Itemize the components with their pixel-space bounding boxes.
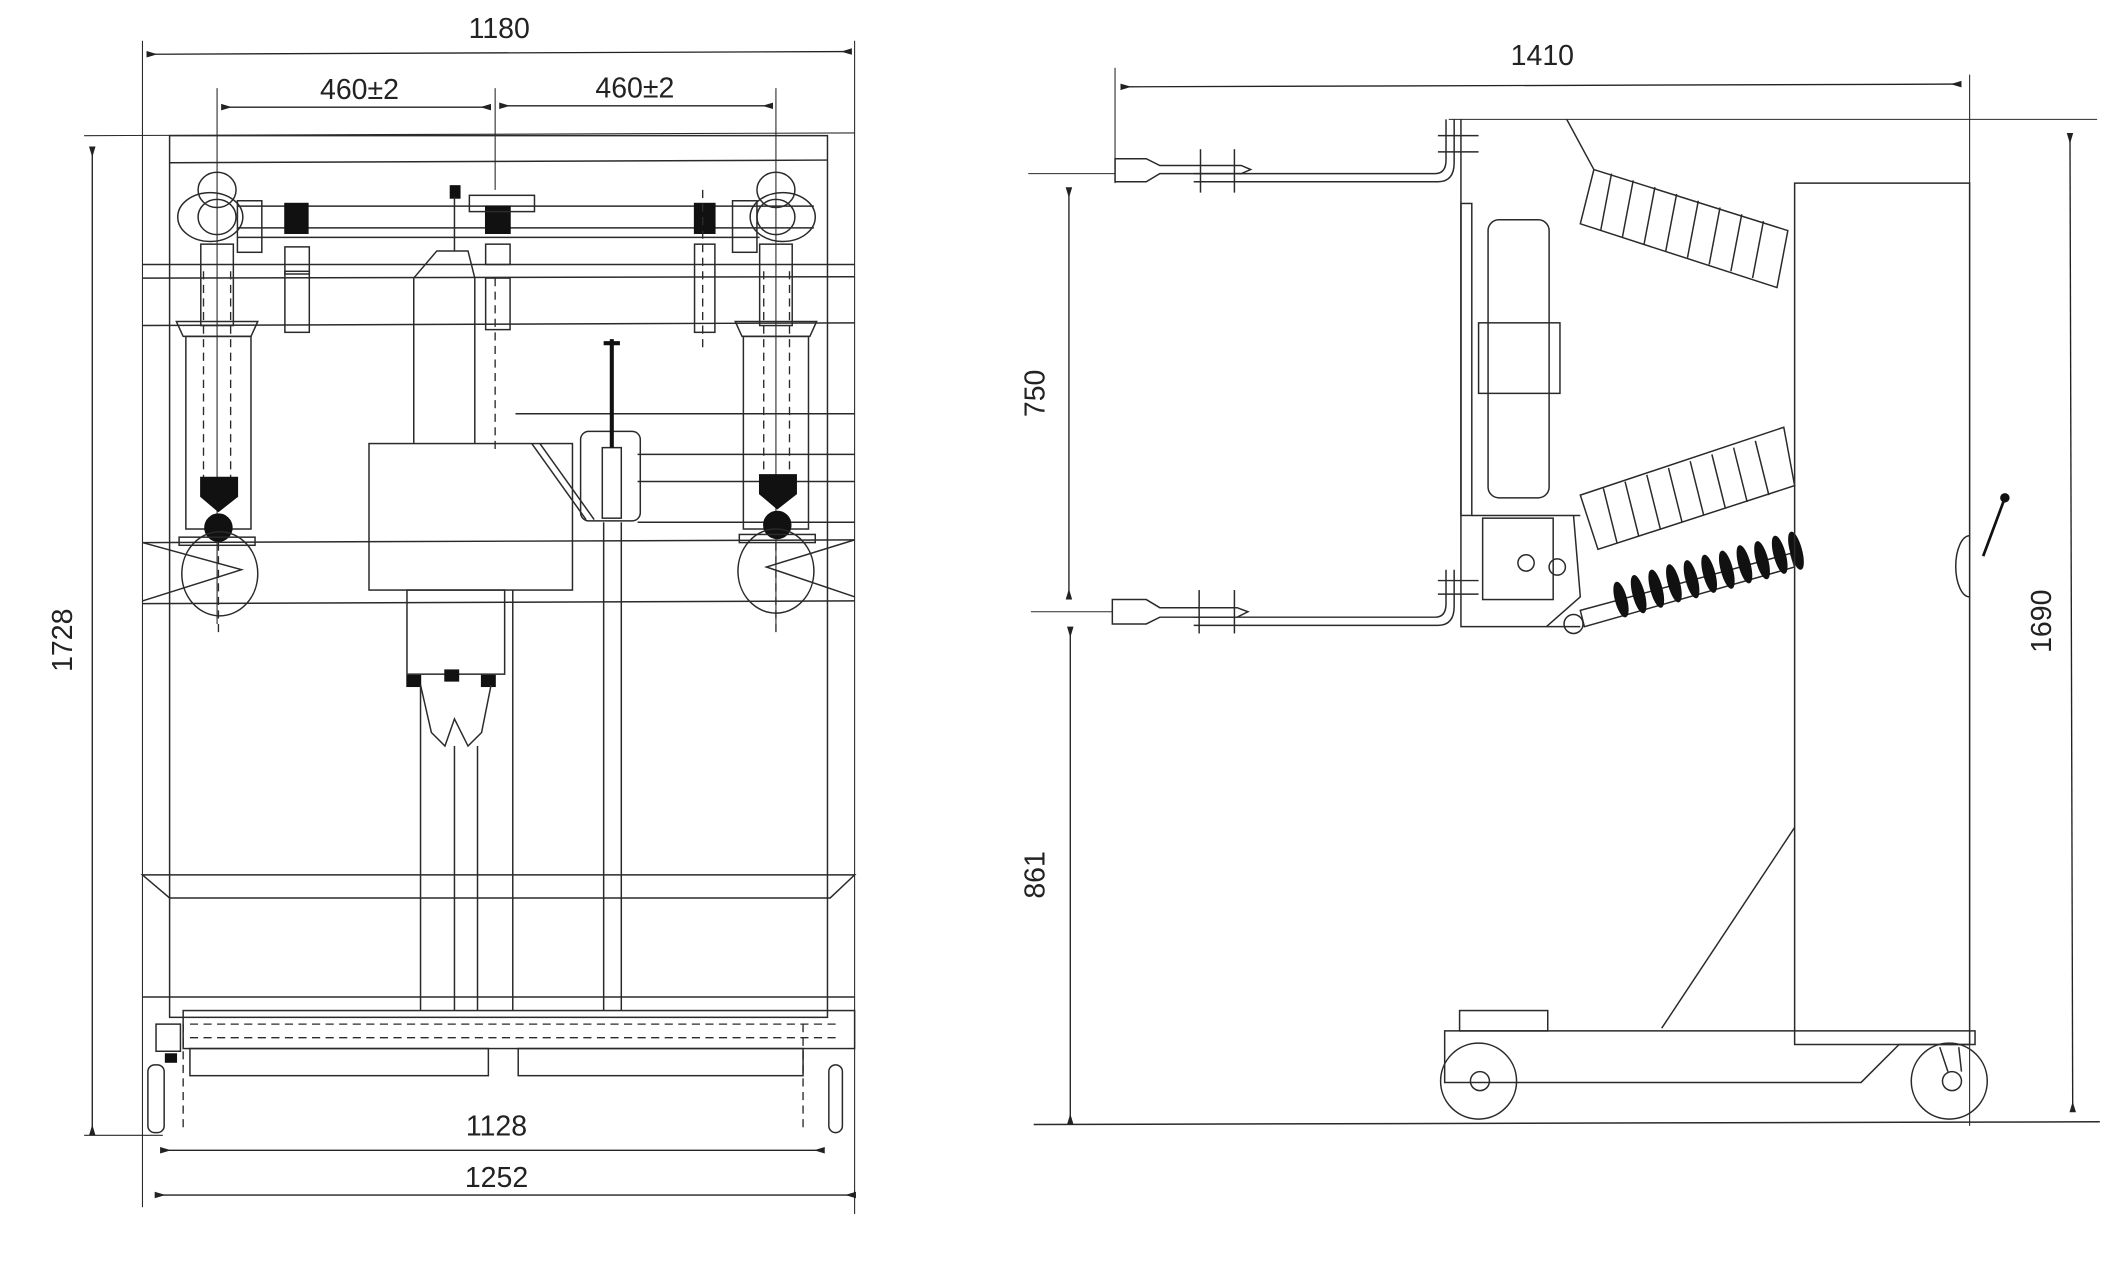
- upper-contact-arm: [1114, 119, 1479, 193]
- dimension-label-1128: 1128: [466, 1110, 527, 1142]
- right-pole: [731, 171, 855, 638]
- bearing-block: [693, 202, 716, 234]
- dimension-label-460-left: 460±2: [320, 74, 399, 106]
- wheel-right: [828, 1064, 844, 1134]
- upper-insulator: [1579, 168, 1789, 289]
- lower-contact-arm: [1111, 569, 1479, 634]
- rear-wheel: [1910, 1042, 1988, 1120]
- mechanism-cabinet: [1793, 182, 1971, 1046]
- dimension-label-1690: 1690: [2026, 590, 2058, 653]
- vacuum-interrupter: [1487, 218, 1550, 499]
- dimension-label-1728: 1728: [47, 609, 79, 672]
- handle-hub: [1955, 535, 1970, 598]
- ground-line: [1033, 1121, 2100, 1126]
- bearing-block: [484, 205, 511, 234]
- front-view: 1180 460±2 460±2 1728 1128 1252: [47, 13, 857, 1215]
- dimension-label-1252: 1252: [465, 1162, 528, 1194]
- dimension-label-1180: 1180: [469, 13, 530, 45]
- dimension-line-1180: [146, 48, 852, 58]
- base-rail: [182, 1009, 856, 1050]
- left-pole: [142, 171, 263, 638]
- dimension-label-750: 750: [1020, 370, 1052, 418]
- front-wheel: [1439, 1042, 1518, 1120]
- dimension-line-1690: [2066, 132, 2076, 1113]
- lower-insulator: [1579, 426, 1796, 551]
- wheel-left: [147, 1064, 165, 1134]
- side-view: 1410 750 861 1690: [1020, 40, 2100, 1126]
- dimension-label-861: 861: [1020, 851, 1052, 899]
- dimension-label-1410: 1410: [1511, 40, 1574, 72]
- trolley: [1439, 1009, 1988, 1120]
- insulating-push-rod: [1563, 531, 1804, 635]
- dimension-label-460-right: 460±2: [595, 73, 674, 105]
- dimension-line-1410: [1120, 80, 1962, 91]
- bearing-block: [284, 202, 309, 234]
- operating-mechanism-box: [368, 442, 574, 591]
